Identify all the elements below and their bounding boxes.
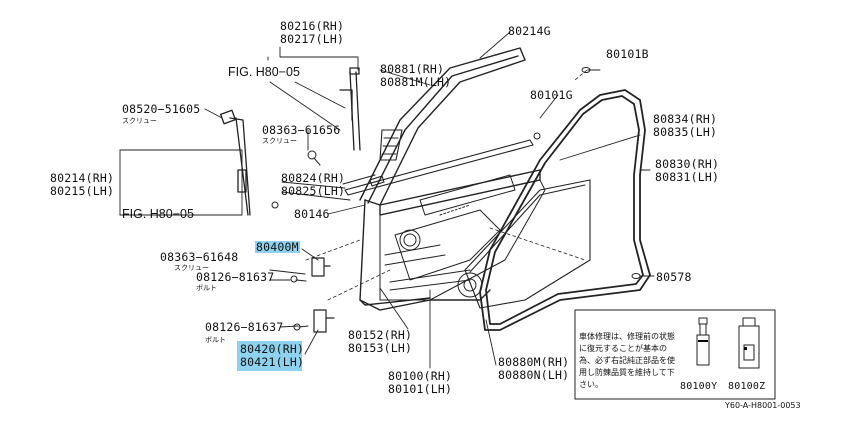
label-80880m: 80880M(RH) [498,355,570,369]
label-80101: 80101(LH) [388,382,453,396]
dashed-lines [305,69,588,301]
label-80881: 80881(RH) [380,62,445,76]
label-80824: 80824(RH) [281,171,346,185]
label-80830: 80830(RH) [655,157,720,171]
label-80214g: 80214G [508,24,551,38]
label-screw-2: スクリュー [262,137,297,145]
label-80146: 80146 [294,207,330,221]
label-80834: 80834(RH) [653,112,718,126]
moulding [342,139,534,196]
label-80215: 80215(LH) [50,184,115,198]
fasteners [271,67,641,331]
label-80153: 80153(LH) [348,341,413,355]
label-80831: 80831(LH) [655,170,720,184]
label-bolt-2: ボルト [205,336,226,344]
rear-channel [220,109,251,216]
label-80216: 80216(RH) [280,19,345,33]
label-80214: 80214(RH) [50,171,115,185]
label-80100z: 80100Z [728,381,766,392]
label-08363-lower: 08363−61648 [160,250,239,264]
fig-ref-upper[interactable]: FIG. H80−05 [228,65,300,79]
diagram-ref-code: Y60-A-H8001-0053 [725,401,801,410]
fig-ref-lower[interactable]: FIG. H80−05 [122,207,194,221]
trim-board [464,179,591,309]
label-80835: 80835(LH) [653,125,718,139]
highlight-80420-80421 [237,341,302,371]
label-80881m: 80881M(LH) [380,75,452,89]
paint-bottles [696,317,760,369]
label-80880n: 80880N(LH) [498,368,570,382]
label-80400m: 80400M [255,240,300,254]
leader-lines [119,31,655,369]
label-80421: 80421(LH) [240,355,305,369]
label-80825: 80825(LH) [281,184,346,198]
inner-panel [379,174,546,301]
label-80100: 80100(RH) [388,369,453,383]
label-08520: 08520−51605 [122,102,201,116]
label-screw-1: スクリュー [122,117,157,125]
hinges [311,257,335,333]
label-80420: 80420(RH) [240,342,305,356]
label-bolt-1: ボルト [196,284,217,292]
label-80578: 80578 [656,270,692,284]
label-08363-upper: 08363−61656 [262,123,341,137]
label-80217: 80217(LH) [280,32,345,46]
label-08126-b: 08126−81637 [205,320,284,334]
bracket [379,129,403,161]
label-80100y: 80100Y [680,381,718,392]
label-80101b: 80101B [606,47,649,61]
glass-channel [339,67,361,151]
note-box [574,309,776,400]
label-80101g: 80101G [530,88,573,102]
weatherstrip [479,89,651,331]
label-80152: 80152(RH) [348,328,413,342]
label-screw-3: スクリュー [174,264,209,272]
label-08126-a: 08126−81637 [196,270,275,284]
repair-note: 車体修理は、修理前の状態に復元することが基本の為、必ず右記純正部品を使用し防錬品… [579,332,675,389]
